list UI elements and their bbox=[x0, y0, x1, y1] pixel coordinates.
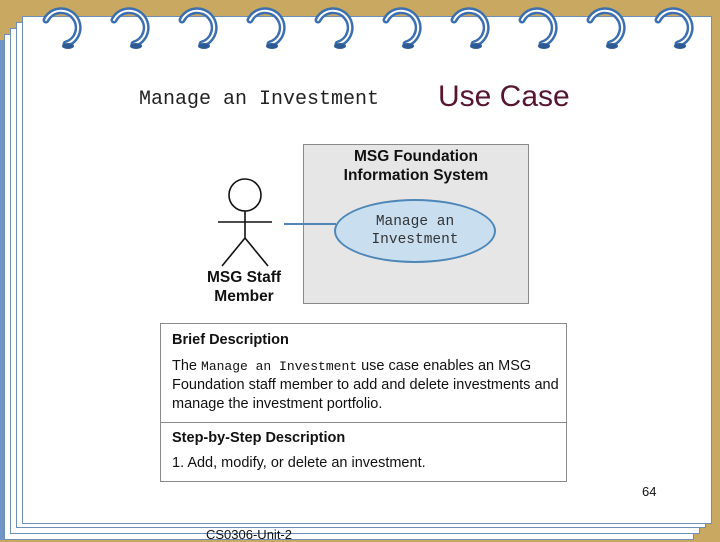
binder-ring bbox=[314, 7, 354, 49]
use-case-description-box: Brief Description The Manage an Investme… bbox=[160, 323, 567, 482]
slide-title-mono: Manage an Investment bbox=[139, 88, 380, 111]
page-number: 64 bbox=[642, 484, 657, 499]
actor-label: MSG Staff Member bbox=[206, 269, 282, 305]
use-case-name-inline: Manage an Investment bbox=[201, 359, 358, 374]
binder-ring bbox=[518, 7, 558, 49]
binder-ring bbox=[110, 7, 150, 49]
binder-ring bbox=[654, 7, 694, 49]
step-1: 1. Add, modify, or delete an investment. bbox=[172, 455, 426, 471]
association-line bbox=[284, 223, 336, 225]
binder-ring bbox=[42, 7, 82, 49]
binder-ring bbox=[382, 7, 422, 49]
binder-rings bbox=[42, 7, 694, 49]
footer-text: CS0306-Unit-2 bbox=[206, 527, 292, 542]
use-case-ellipse: Manage an Investment bbox=[334, 199, 496, 263]
system-title: MSG Foundation Information System bbox=[343, 148, 489, 184]
system-boundary: MSG Foundation Information System Manage… bbox=[303, 144, 529, 304]
slide-title-sans: Use Case bbox=[438, 80, 570, 113]
use-case-label: Manage an Investment bbox=[371, 214, 459, 248]
step-description-heading: Step-by-Step Description bbox=[172, 430, 346, 446]
brief-description-text: The Manage an Investment use case enable… bbox=[172, 358, 559, 412]
brief-description-heading: Brief Description bbox=[172, 332, 289, 348]
actor-stick-figure bbox=[218, 178, 272, 267]
binder-ring bbox=[178, 7, 218, 49]
section-divider bbox=[161, 422, 566, 423]
binder-ring bbox=[586, 7, 626, 49]
binder-ring bbox=[246, 7, 286, 49]
binder-ring bbox=[450, 7, 490, 49]
